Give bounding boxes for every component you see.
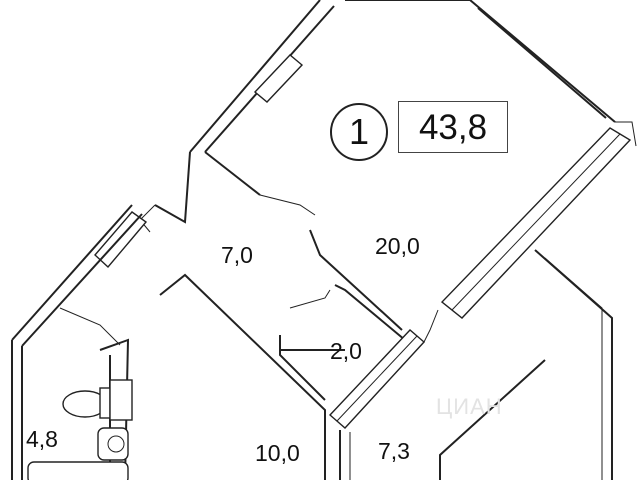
- area-label-bathroom: 4,8: [26, 426, 58, 452]
- shelf: [109, 379, 133, 421]
- window-left: [94, 211, 148, 269]
- door-living: [259, 194, 316, 216]
- area-label-living-room: 20,0: [375, 233, 420, 259]
- watermark: ЦИАН: [436, 394, 503, 419]
- area-label-storage: 2,0: [330, 338, 362, 364]
- apartment-number: 1: [330, 103, 388, 161]
- sink-drain: [107, 435, 125, 453]
- sink: [97, 427, 129, 461]
- outer-wall-right: [345, 0, 616, 123]
- window-balcony-line: [336, 335, 418, 422]
- wall-hall-bottom: [159, 273, 326, 480]
- bathtub: [27, 461, 129, 480]
- balcony-outline: [534, 249, 613, 480]
- balcony-inner: [544, 257, 603, 480]
- wall-living-hall-2: [309, 229, 403, 331]
- wall-storage-top: [334, 284, 406, 341]
- toilet-tank: [99, 387, 111, 419]
- balcony-edge: [439, 359, 546, 480]
- wall-living-hall: [204, 151, 261, 196]
- door-bath: [59, 307, 121, 346]
- window-right-end: [615, 121, 637, 147]
- wall-bath-top-inner: [21, 213, 143, 347]
- window-right-long: [440, 127, 632, 319]
- wall-storage: [279, 335, 326, 401]
- apartment-total-area: 43,8: [398, 101, 508, 153]
- wall-hall-left: [154, 151, 191, 224]
- area-label-kitchen: 10,0: [255, 440, 300, 466]
- door-balcony: [423, 309, 439, 343]
- area-label-hallway: 7,0: [221, 242, 253, 268]
- wall-bath-top: [11, 204, 133, 341]
- outer-wall-top: [189, 0, 321, 153]
- area-label-balcony: 7,3: [378, 438, 410, 464]
- door-storage: [289, 289, 331, 309]
- window-right-line: [451, 133, 621, 311]
- outer-wall-right-inner: [477, 7, 607, 119]
- window-top: [253, 54, 304, 103]
